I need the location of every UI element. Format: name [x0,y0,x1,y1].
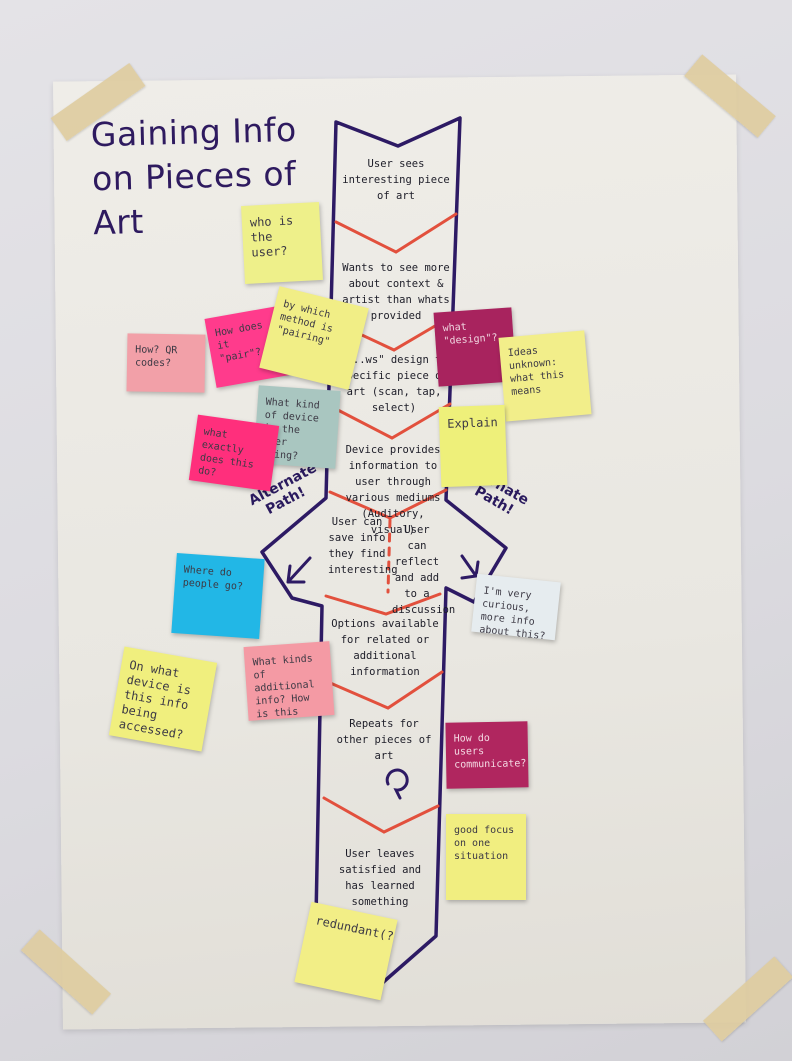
sticky-note-ideas-unknown: Ideas unknown: what this means [498,330,592,422]
flow-step-1: User sees interesting piece of art [342,158,450,202]
split-divider [386,518,392,594]
separator-3 [332,402,452,440]
right-arrow [460,554,480,580]
separator-5 [324,592,442,616]
sticky-note-who-is-user: who is the user? [241,202,323,284]
sticky-note-good-focus: good focus on one situation [446,814,526,900]
flow-step-4: Device provides information to user thro… [345,444,441,536]
sticky-note-explain: Explain [438,404,508,488]
flow-step-3: "...ws" design to specific piece of art … [340,354,448,414]
flow-step-2: Wants to see more about context & artist… [342,262,450,322]
flow-step-7: Options available for related or additio… [331,618,439,678]
flow-step-5: User can save info they find interesting [328,516,398,576]
sticky-note-curious-more-info: I'm very curious, more info about this? [471,573,561,641]
separator-7 [322,796,440,834]
sticky-note-qr-codes: How? QR codes? [126,333,206,393]
sticky-note-additional-info: What kinds of additional info? How is th… [243,641,335,721]
separator-6 [326,670,444,710]
sticky-note-what-does-this-do: what exactly does this do? [188,414,280,492]
flow-step-8: Repeats for other pieces of art [336,718,432,762]
repeat-loop [385,768,409,800]
sticky-note-where-people-go: Where do people go? [171,553,265,639]
sticky-note-what-device: On what device is this info being access… [108,646,218,752]
sticky-note-users-communicate: How do users communicate? [445,721,529,789]
flow-step-6: User can reflect and add to a discussion [392,524,456,616]
separator-1 [334,212,458,254]
separator-4 [328,488,448,520]
flow-step-9: User leaves satisfied and has learned so… [338,848,422,908]
flow-arrow-outline [260,116,508,987]
left-arrow [286,556,312,584]
